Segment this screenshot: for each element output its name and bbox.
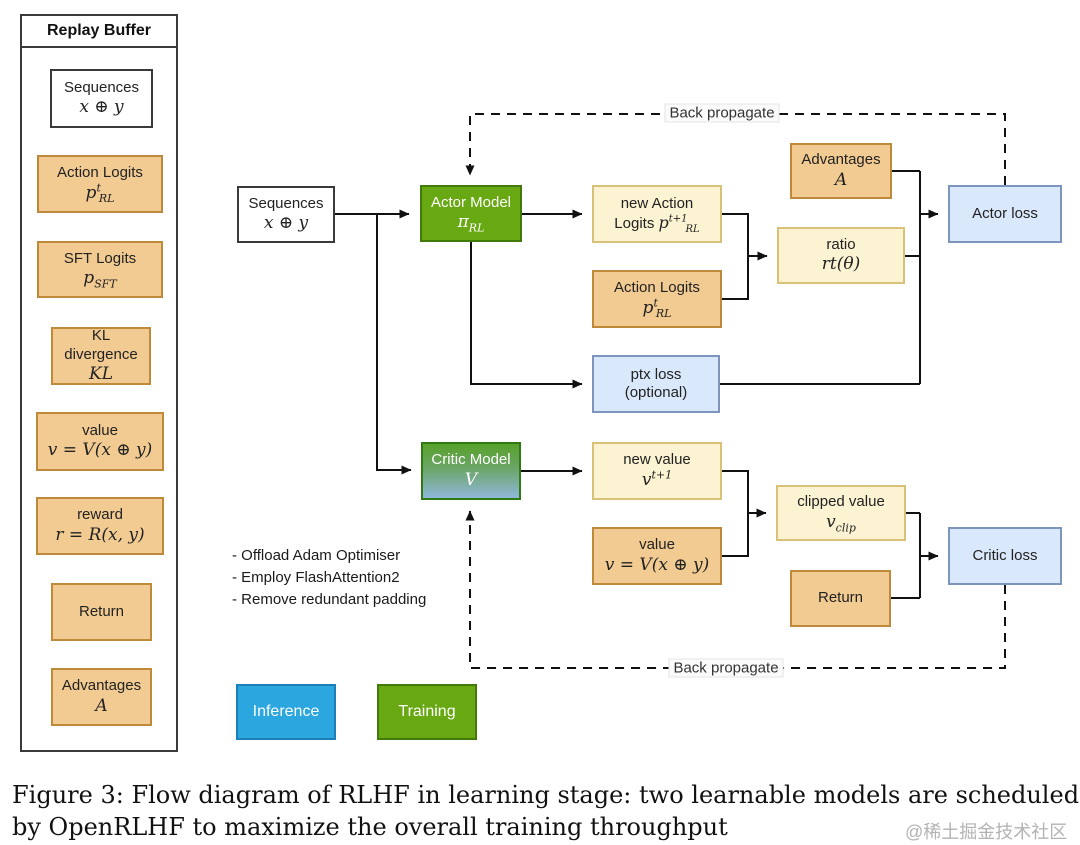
node-label: Critic Model bbox=[431, 451, 511, 469]
note-line: - Offload Adam Optimiser bbox=[232, 547, 401, 564]
node-label: ptx loss bbox=[630, 365, 682, 383]
node-math: x ⊕ y bbox=[79, 97, 124, 118]
node-label: Sequences bbox=[63, 78, 140, 96]
rb-item-advantages: Advantages A bbox=[51, 668, 152, 726]
node-math: πRL bbox=[457, 212, 485, 235]
rb-item-reward: reward r = R(x, y) bbox=[36, 497, 164, 555]
node-label: value bbox=[82, 421, 118, 439]
node-label-2: divergence bbox=[64, 345, 138, 363]
node-label: Advantages bbox=[801, 151, 881, 169]
node-label: Sequences bbox=[248, 194, 324, 212]
node-label: reward bbox=[77, 506, 123, 524]
node-math: A bbox=[834, 169, 848, 190]
node-label: value bbox=[639, 536, 675, 554]
node-label: Actor Model bbox=[430, 193, 512, 211]
watermark: @稀土掘金技术社区 bbox=[905, 822, 1068, 842]
optimization-notes: - Offload Adam Optimiser - Employ FlashA… bbox=[232, 545, 426, 611]
node-math: ptRL bbox=[85, 181, 115, 206]
rb-item-value: value v = V(x ⊕ y) bbox=[36, 412, 164, 471]
legend-inference: Inference bbox=[236, 684, 336, 740]
node-ratio: ratio rt(θ) bbox=[777, 227, 905, 284]
node-advantages: Advantages A bbox=[790, 143, 892, 199]
node-math: x ⊕ y bbox=[263, 213, 309, 234]
note-line: - Remove redundant padding bbox=[232, 591, 427, 608]
node-math: ptRL bbox=[642, 296, 672, 321]
node-math: pSFT bbox=[83, 268, 117, 291]
node-label: Action Logits bbox=[57, 164, 143, 182]
node-label: Advantages bbox=[61, 677, 142, 695]
rb-item-kl-divergence: KL divergence KL bbox=[51, 327, 151, 385]
node-math: pt+1RL bbox=[658, 213, 700, 236]
node-label: new value bbox=[623, 451, 691, 469]
back-propagate-label-bottom: Back propagate bbox=[668, 658, 784, 678]
figure-caption: Figure 3: Flow diagram of RLHF in learni… bbox=[12, 781, 1080, 842]
node-label: Actor loss bbox=[972, 204, 1038, 222]
node-math: V bbox=[464, 469, 478, 490]
rb-item-return: Return bbox=[51, 583, 152, 641]
node-math: v = V(x ⊕ y) bbox=[47, 440, 153, 461]
node-label: KL bbox=[91, 327, 111, 345]
node-label-2: (optional) bbox=[624, 384, 688, 401]
note-line: - Employ FlashAttention2 bbox=[232, 569, 400, 586]
node-critic-model: Critic Model V bbox=[421, 442, 521, 500]
node-label-2: Logits pt+1RL bbox=[614, 213, 700, 236]
node-math: vclip bbox=[826, 511, 856, 535]
legend-label: Training bbox=[398, 703, 456, 721]
node-label: ratio bbox=[826, 235, 856, 253]
node-new-value: new value vt+1 bbox=[592, 442, 722, 500]
node-label: Return bbox=[817, 589, 864, 607]
node-math: KL bbox=[89, 363, 113, 384]
node-label: Critic loss bbox=[972, 546, 1038, 564]
rb-item-action-logits: Action Logits ptRL bbox=[37, 155, 163, 213]
legend-training: Training bbox=[377, 684, 477, 740]
node-label: Return bbox=[78, 602, 125, 620]
rb-item-sequences: Sequences x ⊕ y bbox=[50, 69, 153, 128]
node-return: Return bbox=[790, 570, 891, 627]
node-actor-model: Actor Model πRL bbox=[420, 185, 522, 242]
node-ptx-loss: ptx loss (optional) bbox=[592, 355, 720, 413]
node-label: Action Logits bbox=[614, 279, 700, 297]
node-label: new Action bbox=[620, 194, 694, 212]
node-critic-loss: Critic loss bbox=[948, 527, 1062, 585]
node-label: clipped value bbox=[797, 493, 885, 511]
rb-item-sft-logits: SFT Logits pSFT bbox=[37, 241, 163, 298]
node-math: r = R(x, y) bbox=[55, 524, 145, 545]
node-math: v = V(x ⊕ y) bbox=[604, 554, 710, 575]
node-label: SFT Logits bbox=[63, 249, 137, 267]
node-math: rt(θ) bbox=[821, 254, 861, 275]
node-math: vt+1 bbox=[641, 468, 673, 490]
node-value: value v = V(x ⊕ y) bbox=[592, 527, 722, 585]
node-action-logits: Action Logits ptRL bbox=[592, 270, 722, 328]
legend-label: Inference bbox=[252, 703, 320, 721]
back-propagate-label-top: Back propagate bbox=[664, 103, 780, 123]
backpropagate-connectors bbox=[465, 113, 1006, 669]
node-new-action-logits: new Action Logits pt+1RL bbox=[592, 185, 722, 243]
node-clipped-value: clipped value vclip bbox=[776, 485, 906, 541]
node-actor-loss: Actor loss bbox=[948, 185, 1062, 243]
node-sequences: Sequences x ⊕ y bbox=[237, 186, 335, 243]
replay-buffer-title: Replay Buffer bbox=[22, 16, 176, 48]
node-math: A bbox=[95, 695, 108, 716]
